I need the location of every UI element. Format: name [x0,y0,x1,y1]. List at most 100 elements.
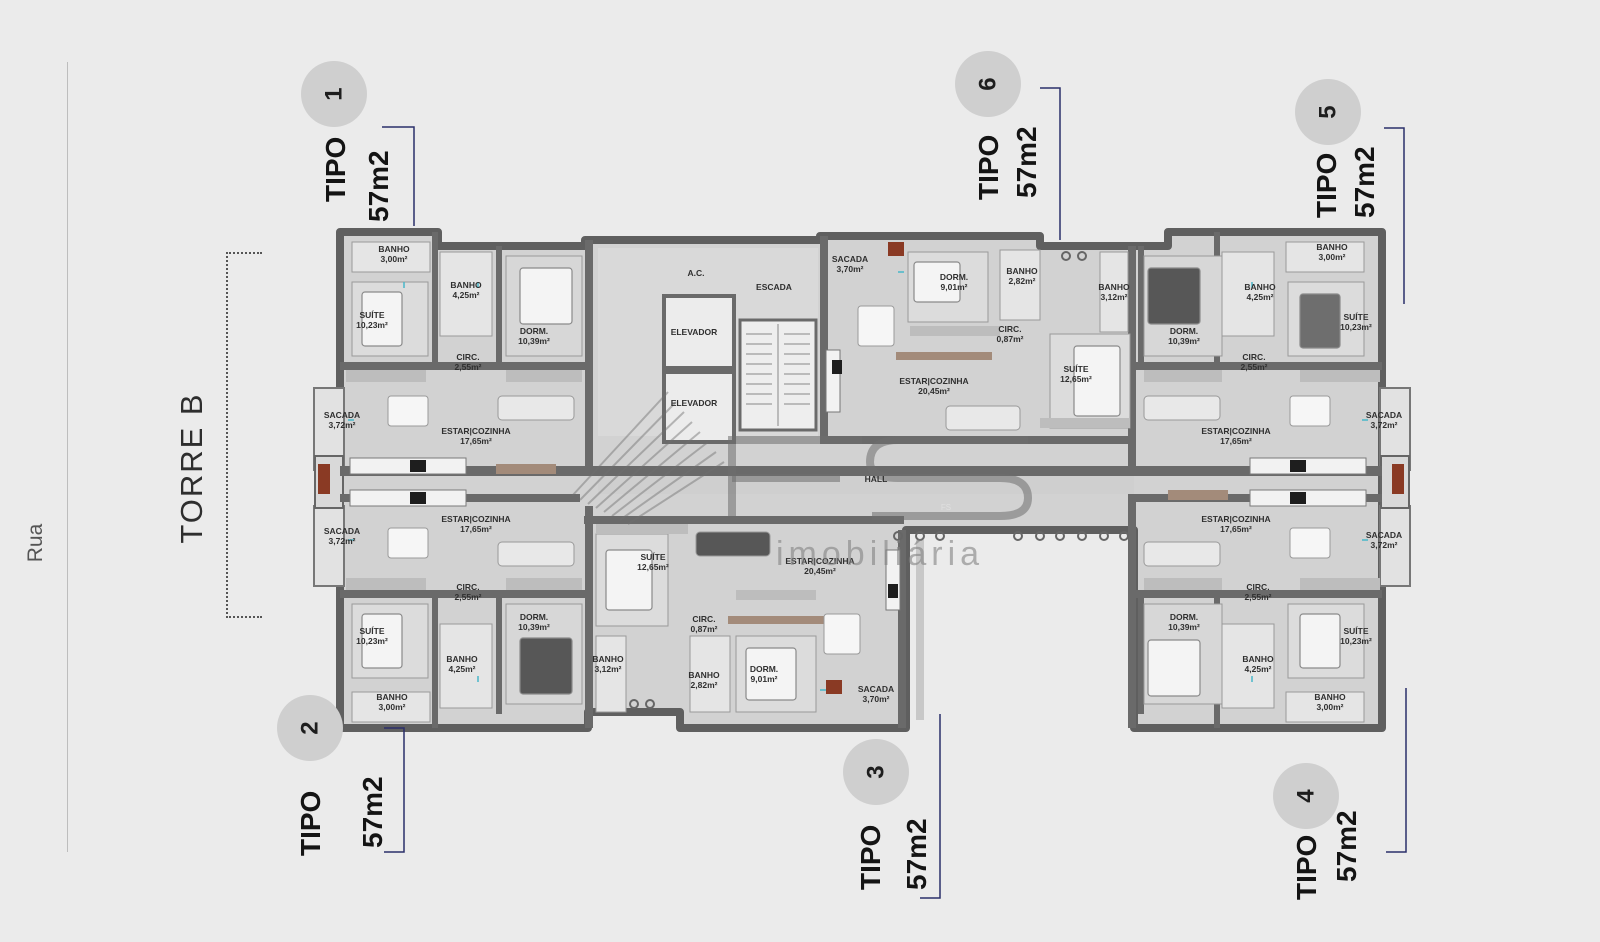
room-label-core_ac: A.C. [688,268,705,278]
room-label-r1_circ: CIRC.2,55m² [455,352,482,372]
unit-number: 1 [321,87,348,100]
unit-number: 6 [975,77,1002,90]
room-label-r4_circ: CIRC.2,55m² [1245,582,1272,602]
room-label-r2_dorm: DORM.10,39m² [518,612,550,632]
unit-number: 5 [1315,105,1342,118]
core [598,248,1134,494]
unit-number: 4 [1293,789,1320,803]
street-line [67,62,68,852]
unit-bracket-line [382,126,415,226]
wet-areas [351,241,1365,723]
room-label-r1_dorm: DORM.10,39m² [518,326,550,346]
beds [361,261,1341,701]
unit-tipo-label: TIPO [320,137,351,202]
room-label-r2_circ: CIRC.2,55m² [455,582,482,602]
room-label-r6_circ: CIRC.0,87m² [997,324,1024,344]
room-label-core_escada: ESCADA [756,282,792,292]
unit-bracket-line [384,727,405,853]
room-label-r5_circ: CIRC.2,55m² [1241,352,1268,372]
fs-logo-letters: FS [941,503,951,512]
unit-tipo-label: TIPO [1291,835,1322,900]
unit-bracket-line [1040,87,1061,240]
room-label-r4_dorm: DORM.10,39m² [1168,612,1200,632]
unit-number-circle [277,695,343,761]
unit-area-label: 57m2 [901,818,932,890]
unit-number-circle [1295,79,1361,145]
unit-tipo-label: TIPO [973,135,1004,200]
unit-number-circle [301,61,367,127]
unit-number-circle [1273,763,1339,829]
unit-area-label: 57m2 [1349,146,1380,218]
room-label-r6_dorm: DORM.9,01m² [940,272,968,292]
room-label-r3_dorm: DORM.9,01m² [750,664,778,684]
door-markers [348,271,1368,691]
unit-number-circle [955,51,1021,117]
room-label-core_elevador_1: ELEVADOR [671,327,718,337]
toilet-fixtures [629,251,1129,709]
room-label-core_elevador_2: ELEVADOR [671,398,718,408]
unit-number-circle [843,739,909,805]
unit-number: 3 [863,765,890,778]
sofas [497,395,1221,567]
room-label-core_hall: HALL [865,474,888,484]
kitchens [349,349,1367,624]
dining-tables [387,305,1331,655]
unit-area-label: 57m2 [357,776,388,848]
unit-area-label: 57m2 [1331,810,1362,882]
hatch-strips [346,326,1380,600]
tower-bracket [226,252,262,618]
unit-bracket-line [920,714,941,899]
unit-area-label: 57m2 [1011,126,1042,198]
room-label-r3_circ: CIRC.0,87m² [691,614,718,634]
unit-bracket-line [1386,688,1407,853]
fs-logo-watermark [728,436,1033,520]
unit-tipo-label: TIPO [855,825,886,890]
watermark-text: imobiliária [776,535,985,573]
room-label-r5_dorm: DORM.10,39m² [1168,326,1200,346]
fs-logo-lines [571,391,725,525]
unit-tipo-label: TIPO [295,791,326,856]
unit-number: 2 [297,721,324,734]
unit-tipo-label: TIPO [1311,153,1342,218]
unit-bracket-line [1384,127,1405,304]
